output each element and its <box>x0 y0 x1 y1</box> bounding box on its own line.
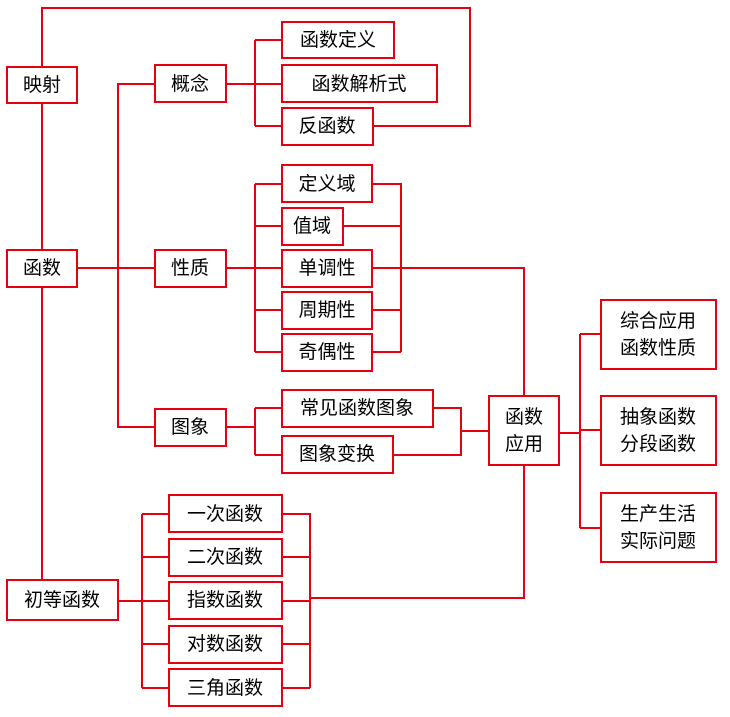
edge-tuxiang-to-yingyong <box>393 407 489 456</box>
node-yici: 一次函数 <box>168 494 283 533</box>
node-erci-label: 二次函数 <box>187 546 263 568</box>
node-dingyiyu-label: 定义域 <box>298 173 355 195</box>
edge-chudeng-right-bracket <box>282 513 311 689</box>
node-tuxiang-bianhuan-label: 图象变换 <box>299 443 375 465</box>
node-zhishu: 指数函数 <box>168 581 283 620</box>
edge-yingshe-fanhanshu <box>41 7 471 127</box>
node-sanjiao-label: 三角函数 <box>187 677 263 699</box>
node-hanshu-jiexishi-label: 函数解析式 <box>311 73 406 95</box>
edge-xingzhi-children <box>226 183 282 353</box>
node-zhiyu: 值域 <box>281 207 344 246</box>
node-tuxiang-bianhuan: 图象变换 <box>281 435 394 474</box>
node-xingzhi: 性质 <box>154 249 227 288</box>
node-yici-label: 一次函数 <box>187 503 263 525</box>
edge-chudeng-children <box>118 513 169 689</box>
edge-gainian-children <box>226 39 282 127</box>
node-zhiyu-label: 值域 <box>293 215 331 237</box>
node-duishu-label: 对数函数 <box>187 633 263 655</box>
node-chouxiang: 抽象函数 分段函数 <box>600 395 717 466</box>
node-tuxiang: 图象 <box>154 408 227 447</box>
connectors <box>41 7 601 689</box>
node-yingshe-label: 映射 <box>23 74 61 96</box>
node-changjian-tuxiang-label: 常见函数图象 <box>300 397 414 419</box>
edge-yingyong-chudeng <box>310 465 525 599</box>
node-shengchan-label-line2: 实际问题 <box>620 530 696 552</box>
edge-tuxiang-children <box>226 407 282 456</box>
node-zhouqixing-label: 周期性 <box>298 299 355 321</box>
node-zhishu-label: 指数函数 <box>187 589 263 611</box>
node-fan-hanshu: 反函数 <box>281 107 374 146</box>
node-zonghe-label-line1: 综合应用 <box>620 310 696 332</box>
node-chudeng-label: 初等函数 <box>24 589 100 611</box>
node-gainian-label: 概念 <box>171 72 209 95</box>
edge-gainian-tuxiang-spine <box>117 83 155 428</box>
node-fan-hanshu-label: 反函数 <box>298 115 355 137</box>
node-jioxing: 奇偶性 <box>281 333 373 372</box>
node-erci: 二次函数 <box>168 538 283 577</box>
node-changjian-tuxiang: 常见函数图象 <box>281 389 434 428</box>
node-shengchan: 生产生活 实际问题 <box>600 492 717 563</box>
node-tuxiang-label: 图象 <box>171 416 209 438</box>
node-chudeng: 初等函数 <box>6 579 119 621</box>
node-jioxing-label: 奇偶性 <box>298 341 355 363</box>
node-dandiaoxing: 单调性 <box>281 249 373 288</box>
node-hanshu-jiexishi: 函数解析式 <box>281 64 438 103</box>
node-dingyiyu: 定义域 <box>281 164 373 203</box>
node-shengchan-label-line1: 生产生活 <box>620 503 696 525</box>
node-zonghe-label-line2: 函数性质 <box>620 337 696 359</box>
node-zonghe: 综合应用 函数性质 <box>600 299 717 370</box>
node-yingyong-label-line1: 函数 <box>505 406 543 428</box>
edge-xingzhi-right-bracket <box>343 183 525 396</box>
node-hanshu-dingyi: 函数定义 <box>281 21 395 59</box>
node-yingyong-label-line2: 应用 <box>505 433 543 455</box>
node-zhouqixing: 周期性 <box>281 291 373 330</box>
node-hanshu-dingyi-label: 函数定义 <box>300 29 376 51</box>
node-xingzhi-label: 性质 <box>171 257 209 279</box>
node-gainian: 概念 <box>154 64 227 103</box>
node-duishu: 对数函数 <box>168 625 283 664</box>
node-sanjiao: 三角函数 <box>168 668 283 707</box>
node-yingshe: 映射 <box>6 66 78 104</box>
node-chouxiang-label-line2: 分段函数 <box>620 433 696 455</box>
node-yingyong: 函数 应用 <box>488 395 560 466</box>
node-chouxiang-label-line1: 抽象函数 <box>620 406 696 428</box>
node-hanshu-label: 函数 <box>23 257 61 279</box>
node-dandiaoxing-label: 单调性 <box>298 257 355 279</box>
edge-yingyong-apps <box>559 333 601 529</box>
node-hanshu: 函数 <box>6 249 78 288</box>
